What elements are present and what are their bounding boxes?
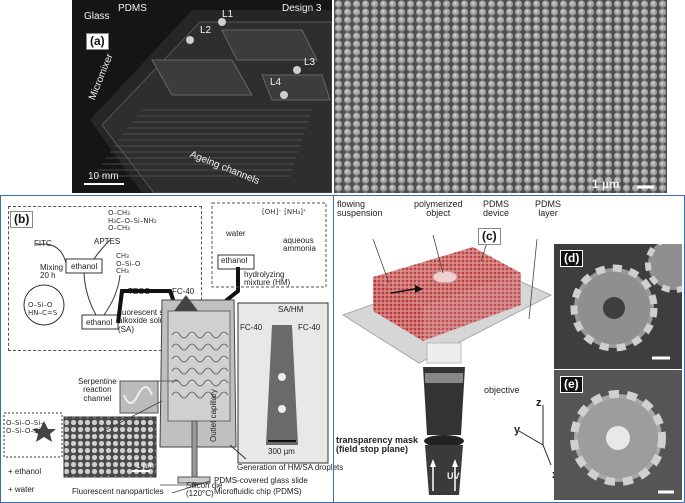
scale-1um-label: 1 µm <box>592 177 620 191</box>
glass-slide-label: PDMS-covered glass slide <box>214 476 308 485</box>
ethanol-label-1: ethanol <box>71 262 98 271</box>
silica-structure: O–Si–O–Si–O–Si–O–Si– <box>6 419 44 435</box>
nanoparticle-sem-image <box>334 0 667 193</box>
flow-lithography-schematic <box>341 230 553 495</box>
axis-y-label: y <box>514 424 521 436</box>
fitc-label: FITC <box>34 239 52 248</box>
scale-300um-label: 300 µm <box>268 447 295 456</box>
scale-10mm-label: 10 mm <box>88 171 119 182</box>
panel-b-tag: (b) <box>10 211 34 228</box>
plus-water-label: + water <box>8 485 35 494</box>
objective-label: objective <box>484 385 520 395</box>
ethanol-label-3: ethanol <box>221 256 248 265</box>
panel-e-tag: (e) <box>560 376 583 393</box>
fc40-top-label: FC-40 <box>172 287 195 296</box>
nanoparticles-label: Fluorescent nanoparticles <box>72 487 164 496</box>
mixing-label: Mixing 20 h <box>40 263 64 281</box>
synthesis-schematic <box>3 202 329 494</box>
l1-label: L1 <box>222 9 234 20</box>
axis-z-label: z <box>536 397 542 409</box>
l4-label: L4 <box>270 77 282 88</box>
pdms-layer-label: PDMS layer <box>535 199 562 219</box>
synthesis-box <box>8 206 202 351</box>
ethanol-label-2: ethanol <box>86 318 113 327</box>
pdms-device-label: PDMS device <box>483 199 510 219</box>
design-label: Design 3 <box>282 3 322 14</box>
aq-ammonia-label: aqueous ammonia <box>283 236 316 254</box>
pdms-label: PDMS <box>118 3 147 14</box>
outlet-capillary-label: Outlet capillary <box>209 389 218 442</box>
flowing-suspension-label: flowing suspension <box>337 199 383 219</box>
panel-c-tag: (c) <box>478 228 501 245</box>
serpentine-label: Serpentine reaction channel <box>78 377 117 403</box>
chip-photo <box>72 0 332 193</box>
gear-sem-image-d <box>554 244 682 369</box>
fc40-left-label: FC-40 <box>240 323 263 332</box>
silicon-die-label: Silicon die (120°C) <box>186 481 223 499</box>
panel-d-tag: (d) <box>560 250 584 267</box>
aptes-label: APTES <box>94 237 121 246</box>
uv-label: UV <box>447 471 460 481</box>
hm-label: hydrolyzing mixture (HM) <box>244 270 291 288</box>
l3-label: L3 <box>304 57 316 68</box>
l2-label: L2 <box>200 25 212 36</box>
polymerized-object-label: polymerized object <box>414 199 463 219</box>
scale-1um-b-label: 1 µm <box>136 461 154 470</box>
mask-label: transparency mask (field stop plane) <box>336 435 419 455</box>
panel-a: (a) Glass PDMS Design 3 L1 L2 L3 L4 Micr… <box>72 0 667 193</box>
generation-label: Generation of HM/SA droplets <box>237 463 344 472</box>
glass-label: Glass <box>84 11 110 22</box>
water-label: water <box>226 229 246 238</box>
chip-label: Microfluidic chip (PDMS) <box>214 487 302 496</box>
panel-a-tag: (a) <box>86 33 109 50</box>
fc40-right-label: FC-40 <box>298 323 321 332</box>
plus-ethanol-label: + ethanol <box>8 467 42 476</box>
sahm-label: SA/HM <box>278 305 304 314</box>
ammonia-structure: [OH]⁻ [NH₄]⁺ <box>262 208 307 216</box>
